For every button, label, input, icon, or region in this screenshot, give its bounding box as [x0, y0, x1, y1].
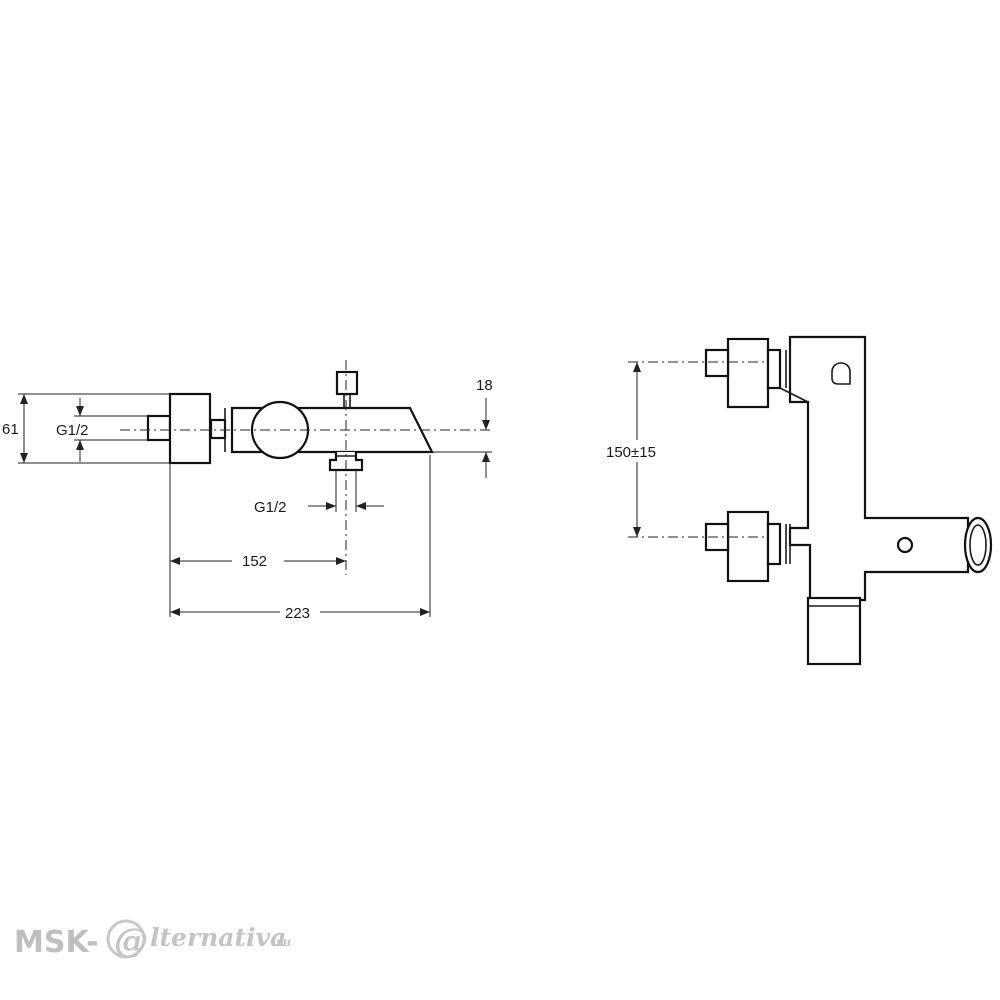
upper-connector: [766, 348, 782, 390]
dim-spout-offset-label: 18: [476, 377, 493, 394]
watermark-word: lternativa: [150, 923, 286, 952]
inlet-pipe-stub: [146, 414, 172, 442]
watermark-logo: MSK- @ lternativa .ru: [14, 919, 292, 961]
watermark-prefix: MSK-: [14, 925, 99, 960]
dim-inlet-spacing-label: 150±15: [606, 444, 656, 461]
front-body: [788, 335, 970, 602]
side-view: 61 G1/2 18 G1/2 152: [2, 360, 493, 622]
upper-inlet-flange: [726, 337, 770, 409]
front-outlet: [806, 596, 862, 666]
dim-inlet-thread-label: G1/2: [56, 422, 89, 439]
diverter-knob: [335, 370, 359, 396]
dim-outlet-distance-label: 152: [242, 553, 267, 570]
wall-flange: [168, 392, 212, 465]
dim-outlet-thread-label: G1/2: [254, 499, 287, 516]
lower-inlet-flange: [726, 510, 770, 583]
dim-overall-length-label: 223: [285, 605, 310, 622]
dim-height-label: 61: [2, 421, 19, 438]
front-view: 150±15: [606, 335, 993, 666]
lower-connector: [766, 522, 782, 566]
connector: [209, 418, 227, 440]
hook-notch: [831, 362, 851, 385]
spout-end: [963, 516, 993, 574]
watermark-symbol: @: [114, 921, 148, 961]
watermark-suffix: .ru: [272, 935, 292, 949]
diverter-hole: [896, 536, 914, 554]
upper-inlet-stub: [704, 348, 730, 378]
